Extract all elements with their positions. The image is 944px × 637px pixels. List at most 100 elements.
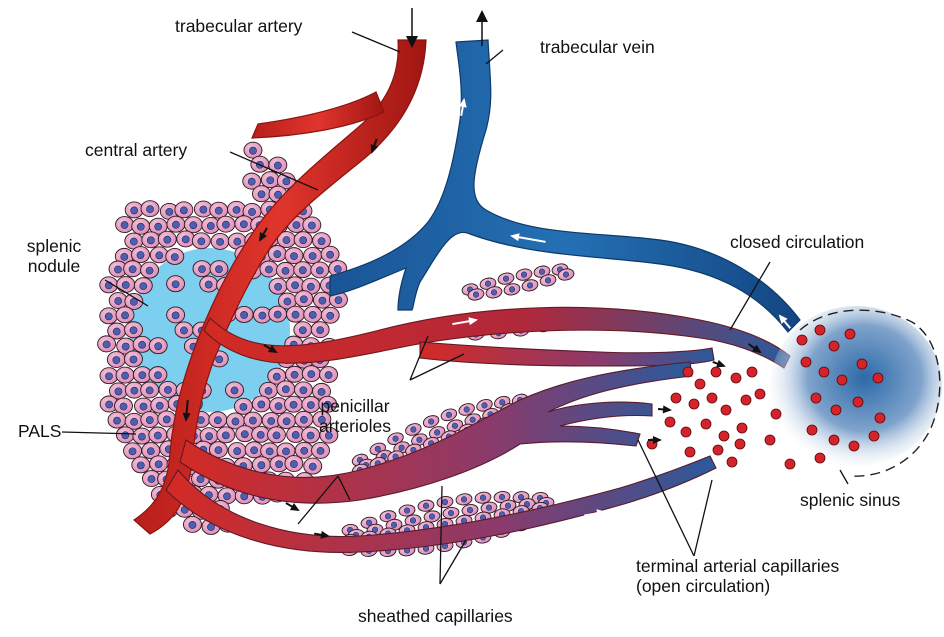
lymphocyte-cell-icon bbox=[312, 442, 330, 458]
lymphocyte-cell-icon bbox=[141, 382, 159, 398]
lymphocyte-cell-icon bbox=[226, 382, 244, 398]
lymphocyte-cell-icon bbox=[200, 276, 218, 292]
label-sheathed-capillaries: sheathed capillaries bbox=[358, 606, 513, 626]
lymphocyte-cell-icon bbox=[149, 427, 167, 443]
label-closed-circulation: closed circulation bbox=[730, 232, 864, 252]
lymphocyte-cell-icon bbox=[234, 398, 252, 414]
red-blood-cell-icon bbox=[713, 445, 723, 455]
lymphocyte-cell-icon bbox=[261, 172, 279, 188]
red-blood-cell-icon bbox=[721, 405, 731, 415]
label-splenic-sinus: splenic sinus bbox=[800, 490, 900, 510]
red-blood-cell-icon bbox=[785, 459, 795, 469]
lymphocyte-cell-icon bbox=[141, 262, 159, 278]
lymphocyte-cell-icon bbox=[311, 322, 329, 338]
lymphocyte-cell-icon bbox=[211, 233, 229, 249]
lymphocyte-cell-icon bbox=[294, 322, 312, 338]
lymphocyte-cell-icon bbox=[217, 216, 235, 232]
lymphocyte-cell-icon bbox=[252, 396, 270, 412]
lymphocyte-cell-icon bbox=[132, 247, 150, 263]
lymphocyte-cell-icon bbox=[269, 278, 287, 294]
lymphocyte-cell-icon bbox=[158, 411, 176, 427]
lymphocyte-cell-icon bbox=[175, 202, 193, 218]
lymphocyte-cell-icon bbox=[285, 248, 303, 264]
lymphocyte-cell-icon bbox=[277, 381, 295, 397]
lymphocyte-cell-icon bbox=[286, 366, 304, 382]
label-central-artery: central artery bbox=[85, 140, 187, 160]
label-penicillar-line2: arterioles bbox=[300, 416, 410, 436]
lymphocyte-cell-icon bbox=[124, 261, 142, 277]
lymphocyte-cell-icon bbox=[158, 231, 176, 247]
lymphocyte-cell-icon bbox=[141, 201, 159, 217]
label-trabecular-artery: trabecular artery bbox=[175, 16, 302, 36]
red-blood-cell-icon bbox=[771, 409, 781, 419]
lymphocyte-cell-icon bbox=[159, 381, 177, 397]
red-blood-cell-icon bbox=[857, 359, 867, 369]
red-blood-cell-icon bbox=[873, 373, 883, 383]
lymphocyte-cell-icon bbox=[117, 277, 135, 293]
red-blood-cell-icon bbox=[765, 435, 775, 445]
lymphocyte-cell-icon bbox=[116, 367, 134, 383]
red-blood-cell-icon bbox=[829, 435, 839, 445]
lymphocyte-cell-icon bbox=[302, 366, 320, 382]
lymphocyte-cell-icon bbox=[311, 262, 329, 278]
lymphocyte-cell-icon bbox=[98, 336, 116, 352]
label-splenic-nodule: splenic nodule bbox=[14, 236, 94, 276]
lymphocyte-cell-icon bbox=[175, 322, 193, 338]
lymphocyte-cell-icon bbox=[252, 186, 270, 202]
lymphocyte-cell-icon bbox=[183, 516, 201, 532]
red-blood-cell-icon bbox=[811, 393, 821, 403]
lymphocyte-cell-icon bbox=[268, 246, 286, 262]
lymphocyte-cell-icon bbox=[124, 443, 142, 459]
lymphocyte-cell-icon bbox=[167, 216, 185, 232]
label-splenic-nodule-line1: splenic bbox=[14, 236, 94, 256]
label-penicillar-arterioles: penicillar arterioles bbox=[300, 396, 410, 436]
label-pals: PALS bbox=[18, 421, 61, 441]
flow-arrow-icon bbox=[620, 337, 643, 348]
lymphocyte-cell-icon bbox=[108, 412, 126, 428]
lymphocyte-cell-icon bbox=[125, 322, 143, 338]
lymphocyte-cell-icon bbox=[149, 338, 167, 354]
red-blood-cell-icon bbox=[831, 405, 841, 415]
lymphocyte-cell-icon bbox=[268, 427, 286, 443]
lymphocyte-cell-icon bbox=[116, 217, 134, 233]
lymphocyte-cell-icon bbox=[193, 261, 211, 277]
lymphocyte-cell-icon bbox=[321, 246, 339, 262]
lymphocyte-cell-icon bbox=[244, 142, 262, 158]
lymphocyte-cell-icon bbox=[107, 352, 125, 368]
lymphocyte-cell-icon bbox=[166, 248, 184, 264]
lymphocyte-cell-icon bbox=[100, 308, 118, 324]
lymphocyte-cell-icon bbox=[228, 201, 246, 217]
red-blood-cell-icon bbox=[747, 367, 757, 377]
red-blood-cell-icon bbox=[695, 379, 705, 389]
red-blood-cell-icon bbox=[737, 423, 747, 433]
lymphocyte-cell-icon bbox=[116, 307, 134, 323]
red-blood-cell-icon bbox=[819, 367, 829, 377]
lymphocyte-cell-icon bbox=[260, 261, 278, 277]
lymphocyte-cell-icon bbox=[236, 426, 254, 442]
lymphocyte-cell-icon bbox=[125, 202, 143, 218]
red-blood-cell-icon bbox=[731, 373, 741, 383]
red-blood-cell-icon bbox=[807, 425, 817, 435]
red-blood-cell-icon bbox=[707, 393, 717, 403]
lymphocyte-cell-icon bbox=[192, 233, 210, 249]
lymphocyte-cell-icon bbox=[294, 262, 312, 278]
sheath-cell-icon bbox=[436, 495, 454, 509]
lymphocyte-cell-icon bbox=[313, 292, 331, 308]
lymphocyte-cell-icon bbox=[133, 428, 151, 444]
red-blood-cell-icon bbox=[837, 375, 847, 385]
lymphocyte-cell-icon bbox=[167, 276, 185, 292]
lymphocyte-cell-icon bbox=[294, 232, 312, 248]
lymphocyte-cell-icon bbox=[167, 307, 185, 323]
lymphocyte-cell-icon bbox=[149, 367, 167, 383]
lymphocyte-cell-icon bbox=[252, 457, 270, 473]
lymphocyte-cell-icon bbox=[285, 456, 303, 472]
lymphocyte-cell-icon bbox=[277, 262, 295, 278]
lymphocyte-cell-icon bbox=[116, 427, 134, 443]
red-blood-cell-icon bbox=[815, 325, 825, 335]
red-blood-cell-icon bbox=[665, 417, 675, 427]
red-blood-cell-icon bbox=[735, 439, 745, 449]
lymphocyte-cell-icon bbox=[286, 277, 304, 293]
penicillar-arteriole-lower bbox=[420, 342, 714, 366]
red-blood-cell-icon bbox=[815, 453, 825, 463]
